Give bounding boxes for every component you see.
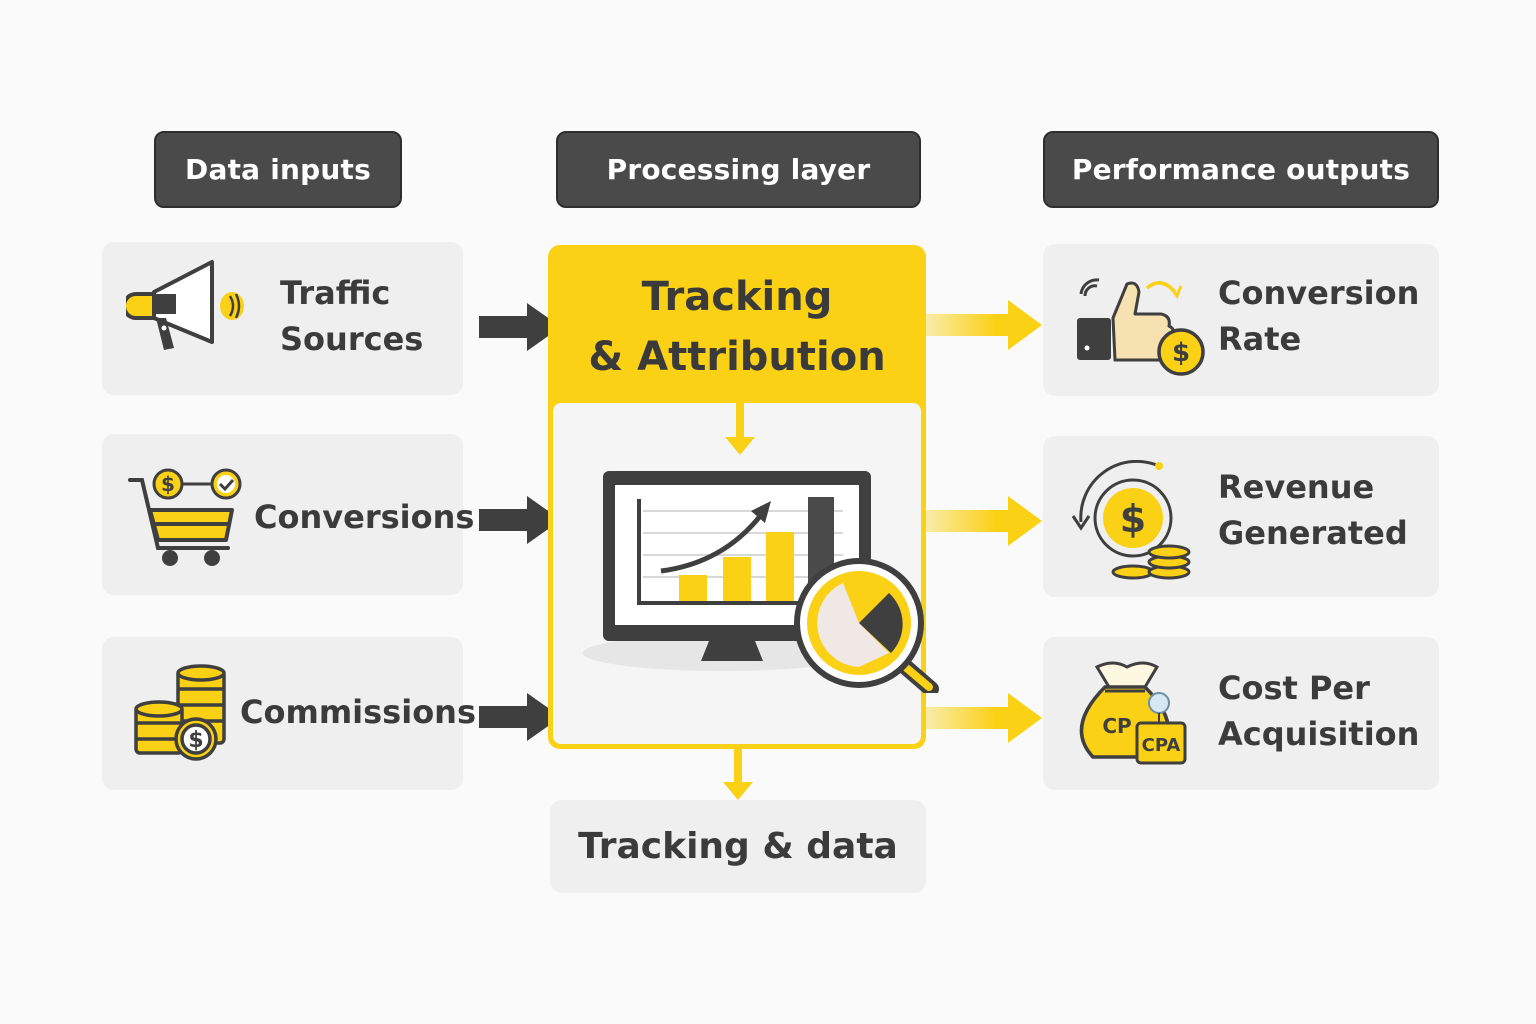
arrow-processing-to-cpa [926,693,1042,743]
conversions-label: Conversions [254,498,475,536]
tracking-data-card: Tracking & data [550,800,926,893]
input-card-conversions: $ Conversions [102,434,474,595]
header-outputs-label: Performance outputs [1071,153,1411,186]
processing-title-1: Tracking [641,274,833,320]
megaphone-icon [126,260,244,350]
revenue-cycle-icon: $ [1071,460,1191,580]
arrow-processing-to-tracking-data [723,749,753,800]
svg-text:$: $ [161,472,175,496]
output-card-cost-per-acquisition: CP CPA Cost Per Acquisition [1043,637,1439,790]
money-bag-cpa-icon: CP CPA [1079,661,1187,765]
input-card-traffic-sources: Traffic Sources [102,242,463,395]
revenue-generated-label-2: Generated [1218,514,1408,552]
processing-box-tracking-attribution: Tracking & Attribution [548,245,939,749]
header-performance-outputs: Performance outputs [1043,131,1439,208]
header-processing-label: Processing layer [606,153,871,186]
input-card-commissions: $ Commissions [102,637,476,790]
arrow-down-inner [725,403,755,455]
cpa-label-1: Cost Per [1218,669,1370,707]
cpa-tag-text: CPA [1142,735,1181,756]
tracking-data-label: Tracking & data [578,826,898,867]
header-data-inputs-label: Data inputs [185,153,371,186]
thumbs-up-dollar-icon: $ [1077,278,1205,376]
coin-stack-icon: $ [134,664,226,761]
svg-text:$: $ [188,728,203,753]
arrow-traffic-to-processing [479,303,561,351]
svg-text:$: $ [1120,497,1146,541]
conversion-rate-label-1: Conversion [1218,274,1420,312]
commissions-label: Commissions [240,693,476,731]
cpa-label-2: Acquisition [1218,715,1420,753]
arrow-conversions-to-processing [479,496,561,544]
header-processing-layer: Processing layer [556,131,921,208]
output-card-conversion-rate: $ Conversion Rate [1043,244,1439,396]
conversion-rate-label-2: Rate [1218,320,1302,358]
arrow-processing-to-conversion-rate [926,300,1042,350]
header-data-inputs: Data inputs [154,131,402,208]
output-card-revenue-generated: $ Revenue Generated [1043,436,1439,597]
traffic-sources-label-1: Traffic [280,274,391,312]
traffic-sources-label-2: Sources [280,320,424,358]
arrow-processing-to-revenue [926,496,1042,546]
arrow-commissions-to-processing [479,693,561,741]
svg-text:$: $ [1172,338,1190,368]
shopping-cart-icon: $ [128,468,242,566]
processing-inner-panel [553,403,939,744]
processing-title-2: & Attribution [588,334,886,380]
revenue-generated-label-1: Revenue [1218,468,1375,506]
monitor-analytics-icon [583,471,939,693]
cpa-bag-text: CP [1102,714,1131,738]
